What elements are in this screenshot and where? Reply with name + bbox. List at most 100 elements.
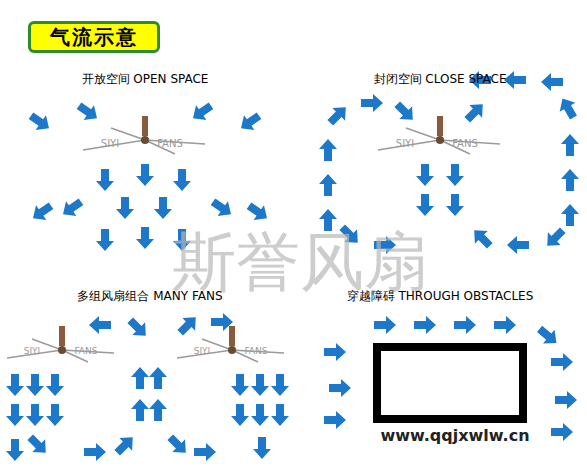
airflow-arrow <box>541 224 569 252</box>
fan-hub <box>228 346 236 354</box>
title-text: 气流示意 <box>50 24 138 51</box>
airflow-arrow <box>446 194 464 216</box>
airflow-arrow <box>534 322 562 350</box>
fan-brand: FANS <box>157 138 183 149</box>
fan-hub <box>141 136 149 144</box>
airflow-arrow <box>504 71 526 89</box>
airflow-arrow <box>361 94 383 112</box>
watermark: 斯誉风扇 <box>172 227 428 297</box>
airflow-arrow <box>149 367 167 389</box>
airflow-arrow <box>26 404 44 426</box>
title-box: 气流示意 <box>28 21 160 53</box>
airflow-arrow <box>416 164 434 186</box>
airflow-arrow <box>541 73 563 91</box>
airflow-arrow <box>494 316 516 334</box>
airflow-arrow <box>131 367 149 389</box>
fan-mast <box>142 116 148 136</box>
airflow-arrow <box>124 314 152 342</box>
airflow-arrow <box>271 374 289 396</box>
fan-hub <box>58 346 66 354</box>
fan-mast <box>229 326 235 346</box>
fan-mast <box>59 326 65 346</box>
airflow-arrow <box>561 134 579 156</box>
airflow-arrow <box>271 404 289 426</box>
airflow-arrow <box>116 197 134 219</box>
airflow-arrow <box>231 374 249 396</box>
panel-heading: 穿越障碍 THROUGH OBSTACLES <box>347 290 534 303</box>
airflow-arrow <box>188 98 216 125</box>
airflow-arrow <box>551 353 573 371</box>
airflow-arrow <box>329 379 351 397</box>
airflow-arrow <box>461 98 489 126</box>
fan-hub <box>436 136 444 144</box>
airflow-arrow <box>251 374 269 396</box>
airflow-arrow <box>6 439 24 461</box>
watermark-url: www.qqjxwlw.cn <box>380 427 529 445</box>
obstacle-box <box>377 347 523 419</box>
fan-brand: FANS <box>452 138 478 149</box>
airflow-arrow <box>194 443 216 461</box>
airflow-arrow <box>551 423 573 441</box>
airflow-arrow <box>89 316 111 334</box>
fan-mast <box>437 116 443 136</box>
airflow-arrow <box>324 343 346 361</box>
airflow-arrow <box>154 197 172 219</box>
airflow-arrow <box>96 229 114 251</box>
airflow-arrow <box>208 194 236 221</box>
fan-brand: SIYI <box>101 138 119 149</box>
airflow-arrow <box>131 399 149 421</box>
fan-brand: FANS <box>245 347 268 357</box>
airflow-arrow <box>28 198 56 225</box>
airflow-arrow <box>446 164 464 186</box>
airflow-arrow <box>507 236 529 254</box>
ceiling-fan <box>378 116 500 154</box>
airflow-arrow <box>251 404 269 426</box>
airflow-arrow <box>74 98 102 125</box>
airflow-arrow <box>211 313 233 331</box>
fan-brand: SIYI <box>396 138 414 149</box>
airflow-arrow <box>324 101 352 129</box>
fan-brand: SIYI <box>24 347 41 357</box>
airflow-arrow <box>468 224 496 252</box>
ceiling-fan <box>83 116 205 154</box>
airflow-arrow <box>555 391 577 409</box>
airflow-arrow <box>561 204 579 226</box>
airflow-arrow <box>46 404 64 426</box>
ceiling-fan <box>177 326 284 362</box>
airflow-arrow <box>6 374 24 396</box>
airflow-arrow <box>111 431 139 459</box>
airflow-arrow <box>96 169 114 191</box>
airflow-arrow <box>454 316 476 334</box>
airflow-arrow <box>24 431 52 459</box>
airflow-arrow <box>149 399 167 421</box>
airflow-arrow <box>58 194 86 221</box>
airflow-arrow <box>561 169 579 191</box>
fan-brand: SIYI <box>194 347 211 357</box>
airflow-arrow <box>136 227 154 249</box>
airflow-arrows <box>6 71 581 461</box>
panel-heading: 开放空间 OPEN SPACE <box>82 73 209 86</box>
fan-brand: FANS <box>75 347 98 357</box>
airflow-arrow <box>164 431 192 459</box>
airflow-arrow <box>236 108 264 135</box>
airflow-arrow <box>374 316 396 334</box>
airflow-arrow <box>6 404 24 426</box>
airflow-arrow <box>391 98 419 126</box>
panel-heading: 封闭空间 CLOSE SPACE <box>374 73 507 86</box>
airflow-arrow <box>414 316 436 334</box>
airflow-arrow <box>555 94 582 122</box>
airflow-arrow <box>84 443 106 461</box>
airflow-arrow <box>174 311 202 339</box>
airflow-arrow <box>253 437 271 459</box>
airflow-arrow <box>26 374 44 396</box>
airflow-arrow <box>231 404 249 426</box>
airflow-arrow <box>324 411 346 429</box>
airflow-arrow <box>136 164 154 186</box>
airflow-arrow <box>416 194 434 216</box>
airflow-arrow <box>46 374 64 396</box>
panel-heading: 多组风扇组合 MANY FANS <box>77 290 222 303</box>
airflow-arrow <box>244 198 272 225</box>
airflow-arrow <box>319 139 337 161</box>
airflow-arrow <box>26 108 54 135</box>
